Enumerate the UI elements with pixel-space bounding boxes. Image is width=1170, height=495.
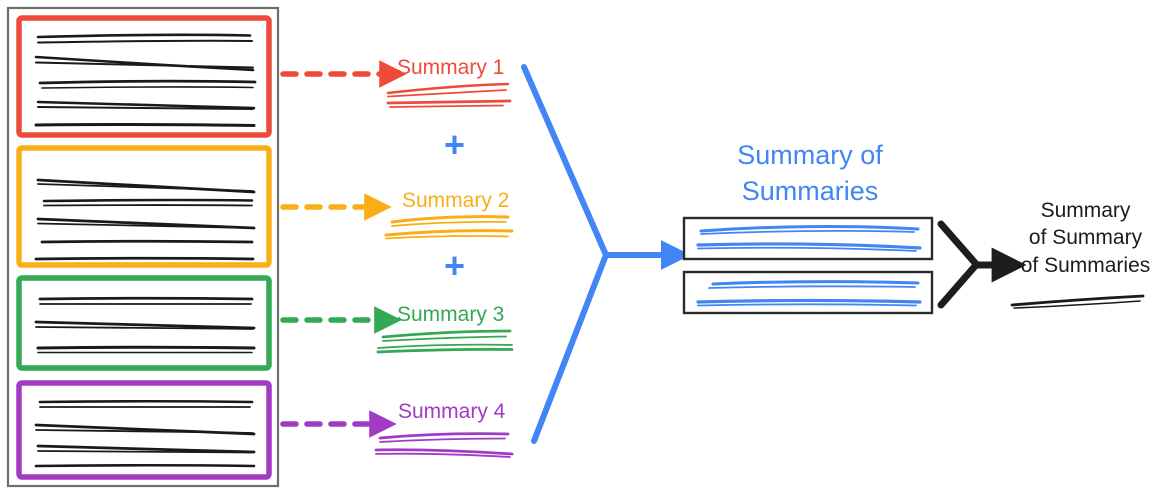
final-output-title: Summary of Summary of Summaries [1013, 197, 1158, 279]
source-group-2-border [16, 145, 272, 268]
sos-box-1-lines [696, 225, 922, 252]
source-group-3-border [16, 275, 272, 371]
sos-box-2-lines [696, 280, 922, 307]
source-group-1-text-lines [34, 33, 257, 127]
summary-3-label: Summary 3 [397, 303, 505, 326]
final-output-title-line-3: of Summaries [1020, 253, 1151, 277]
summary-of-summaries-title: Summary of Summaries [705, 138, 915, 209]
summary-3-lines [376, 329, 514, 354]
summary-2-label: Summary 2 [402, 189, 510, 212]
source-group-1[interactable] [16, 15, 272, 138]
sos-box-1-border [682, 216, 934, 261]
plus-sign-1: + [444, 124, 466, 165]
source-group-1-border [16, 15, 272, 138]
summary-2-lines [384, 215, 514, 240]
merge-arrow-to-final-summary [937, 220, 1027, 309]
final-output-line [1010, 294, 1145, 309]
plus-sign-2: + [444, 245, 466, 286]
source-group-3-text-lines [34, 296, 256, 354]
source-group-4-text-lines [34, 399, 256, 468]
summary-4-label: Summary 4 [398, 400, 506, 423]
source-group-2-text-lines [34, 178, 256, 261]
source-documents-container [6, 6, 280, 488]
funnel-arrow-to-summary-of-summaries [521, 64, 691, 444]
sos-box-1[interactable] [682, 216, 934, 261]
summary-of-summaries-title-line-1: Summary of [737, 140, 883, 170]
summary-1-label: Summary 1 [397, 56, 505, 79]
sos-box-2-border [682, 270, 934, 315]
summary-1-lines [386, 82, 512, 108]
source-group-4[interactable] [16, 380, 272, 480]
source-group-3[interactable] [16, 275, 272, 371]
sos-box-2[interactable] [682, 270, 934, 315]
source-group-4-border [16, 380, 272, 480]
summary-4-lines [374, 432, 514, 458]
final-output-title-line-2: of Summary [1028, 226, 1143, 250]
summary-of-summaries-title-line-2: Summaries [741, 175, 879, 206]
final-output-title-line-1: Summary [1040, 199, 1131, 222]
source-group-2[interactable] [16, 145, 272, 268]
